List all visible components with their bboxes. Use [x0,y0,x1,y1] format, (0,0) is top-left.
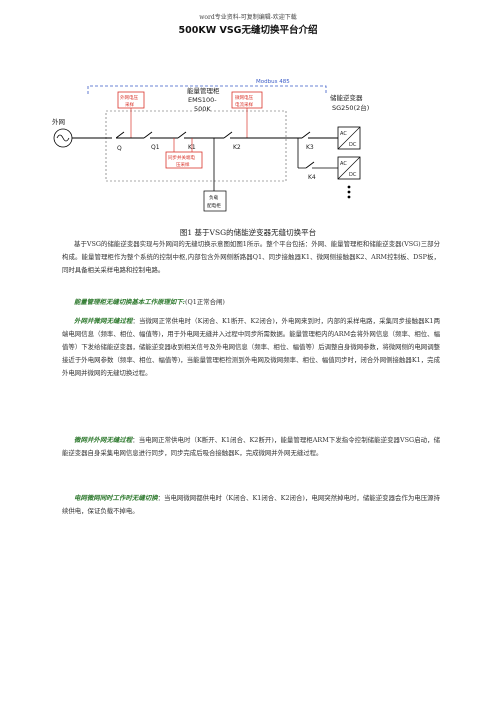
acdc1-ac-label: AC [340,131,347,137]
grid-to-micro-body: ：当微网正常供电时（K闭合、K1断开、K2闭合)，外电网来到时，内部的采样电路，… [62,317,440,377]
continuation-dot-2 [347,190,351,194]
sync-sample-line2: 压采样 [176,161,190,168]
ems-label-line2: EMS100- [188,96,217,104]
document-title: 500KW VSG无缝切换平台介绍 [178,25,318,36]
micro-sample-line2: 电流采样 [235,101,253,108]
load-cabinet-box [203,190,227,212]
simultaneous-body: ：当电网微网都供电时（K闭合、K1闭合、K2闭合)，电网突然掉电时，储能逆变器会… [62,494,440,515]
grid-to-micro-heading: 外网并微网无缝过程 [74,317,133,325]
paragraph-micro-to-grid: 微网并外网无缝过程：当电网正常供电时（K断开、K1闭合、K2断开)，能量管理柜A… [62,434,440,460]
switch-k1-icon [177,131,187,140]
principle-heading: 能量管理柜无缝切换基本工作原理如下: [74,298,185,306]
sync-sample-box [165,151,203,169]
switch-q1-label: Q1 [151,144,160,151]
switch-q-label: Q [117,145,122,152]
micro-sample-line1: 微网电压 [235,94,253,101]
switch-k3-label: K3 [306,144,314,151]
switch-k2-icon [223,131,233,140]
simultaneous-heading: 电网微网同时工作时无缝切换 [74,494,158,502]
modbus-bus-line [87,85,327,94]
acdc2-ac-label: AC [340,161,347,167]
switch-q1-icon [143,131,153,140]
continuation-dot-1 [347,185,351,189]
sync-sample-line1: 同步并关端电 [168,154,195,161]
load-label-line1: 负载 [209,194,219,201]
switch-k3-icon [301,131,311,139]
ext-voltage-sample-line2: 采样 [125,101,134,108]
figure-caption: 图1 基于VSG的储能逆变器无缝切换平台 [179,228,317,237]
principle-note: (Q1正常合闸) [185,298,225,306]
ems-label-line3: 500K [194,105,211,113]
system-diagram: Modbus 485 能量管理柜 EMS100- 500K 储能逆变器 SG25… [52,79,369,212]
storage-label-line2: SG250(2台) [332,103,369,112]
ext-voltage-sample-line1: 外网电压 [120,94,138,101]
paragraph-principle: 能量管理柜无缝切换基本工作原理如下:(Q1正常合闸) [62,296,440,309]
ems-label-line1: 能量管理柜 [187,86,220,95]
acdc1-dc-label: DC [349,142,357,148]
micro-to-grid-body: ：当电网正常供电时（K断开、K1闭合、K2断开)，能量管理柜ARM下发指令控制储… [62,436,440,457]
paragraph-grid-to-micro: 外网并微网无缝过程：当微网正常供电时（K闭合、K1断开、K2闭合)，外电网来到时… [62,315,440,380]
grid-label: 外网 [52,117,65,126]
micro-to-grid-heading: 微网并外网无缝过程 [74,436,133,444]
switch-k2-label: K2 [233,144,241,151]
modbus-label: Modbus 485 [256,79,290,85]
paragraph-intro: 基于VSG的储能逆变器实现与外网间的无缝切换示意图如图1所示。整个平台包括：外网… [62,240,440,274]
switch-k4-icon [305,161,315,169]
acdc2-dc-label: DC [349,172,357,178]
load-label-line2: 配电柜 [207,202,221,209]
ems-cabinet-outline [105,110,287,182]
paragraph-simultaneous: 电网微网同时工作时无缝切换：当电网微网都供电时（K闭合、K1闭合、K2闭合)，电… [62,492,440,518]
continuation-dot-3 [347,195,351,199]
switch-q-icon [112,131,125,140]
page-header-note: word专业资料-可复制编辑-欢迎下载 [199,14,297,21]
storage-label-line1: 储能逆变器 [330,93,363,102]
switch-k4-label: K4 [308,174,316,181]
